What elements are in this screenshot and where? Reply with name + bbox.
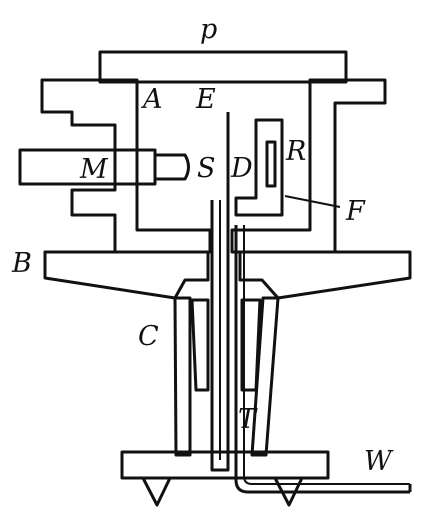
screw-S <box>155 153 190 181</box>
label-B: B <box>11 248 32 279</box>
label-A: A <box>140 84 163 115</box>
sample-R <box>265 140 277 188</box>
lower-wall-right <box>250 296 280 457</box>
central-tube <box>210 112 230 472</box>
rod-M <box>18 148 157 186</box>
cone-insert-right <box>240 298 262 392</box>
wire-tube-inner <box>243 225 410 485</box>
label-F: F <box>345 196 366 227</box>
label-D: D <box>230 153 253 184</box>
base-plate-right <box>238 250 412 300</box>
holder-D <box>234 118 284 217</box>
leader-F <box>284 195 341 208</box>
label-E: E <box>195 84 216 115</box>
foot-left <box>141 476 172 507</box>
bottom-plate <box>120 450 330 480</box>
left-housing-wall <box>40 78 212 254</box>
label-M: M <box>79 154 109 185</box>
base-plate <box>43 250 210 300</box>
wire-tube <box>234 225 410 494</box>
label-W: W <box>364 446 394 477</box>
label-R: R <box>285 136 306 167</box>
label-C: C <box>138 321 159 352</box>
top-plate <box>98 50 348 84</box>
lower-wall-left <box>173 296 192 457</box>
label-S: S <box>197 153 216 184</box>
label-T: T <box>238 404 258 435</box>
label-P: p <box>200 14 217 45</box>
cone-insert-left <box>190 298 210 392</box>
